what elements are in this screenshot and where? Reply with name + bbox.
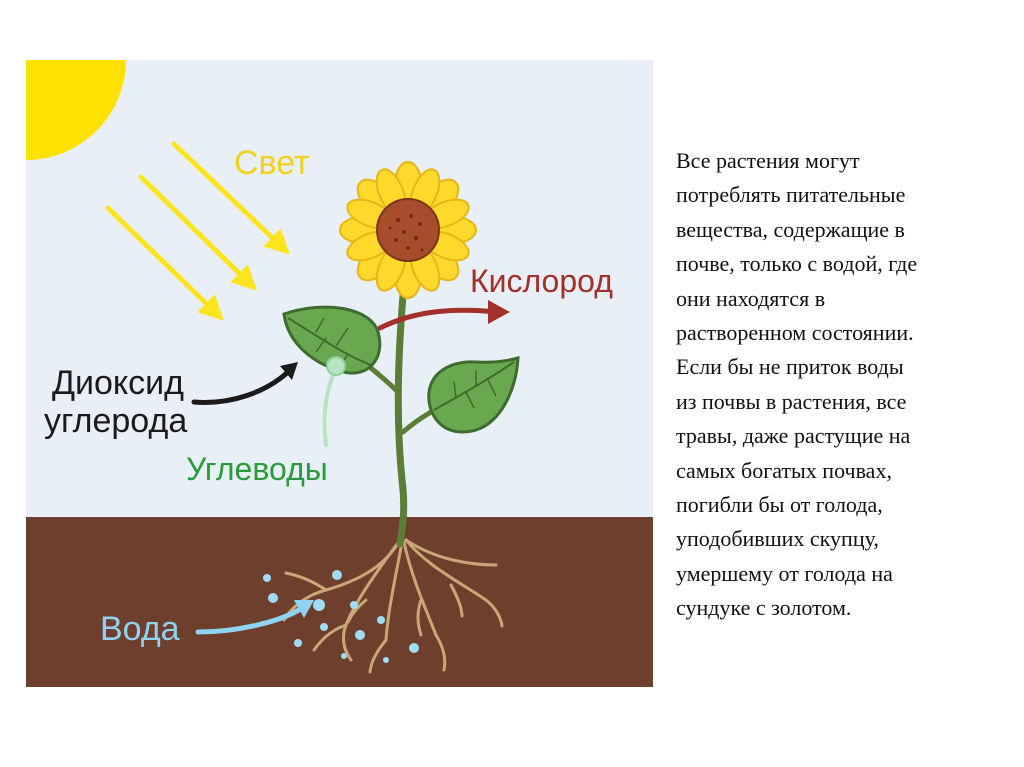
text-line: из почвы в растения, все bbox=[676, 385, 1006, 419]
text-line: потреблять питательные bbox=[676, 178, 1006, 212]
text-line: вещества, содержащие в bbox=[676, 213, 1006, 247]
carbs-label: Углеводы bbox=[186, 451, 328, 487]
text-line: уподобивших скупцу, bbox=[676, 522, 1006, 556]
text-line: сундуке с золотом. bbox=[676, 591, 1006, 625]
carbs-node bbox=[327, 357, 345, 375]
text-line: почве, только с водой, где bbox=[676, 247, 1006, 281]
water-label: Вода bbox=[100, 610, 180, 648]
text-line: умершему от голода на bbox=[676, 557, 1006, 591]
text-line: они находятся в bbox=[676, 282, 1006, 316]
text-line: травы, даже растущие на bbox=[676, 419, 1006, 453]
soil-background bbox=[26, 517, 653, 687]
photosynthesis-diagram: Свет bbox=[26, 60, 653, 687]
sunflower-head bbox=[340, 162, 476, 298]
light-label: Свет bbox=[234, 144, 310, 182]
text-line: Все растения могут bbox=[676, 144, 1006, 178]
co2-label-line1: Диоксид bbox=[52, 364, 184, 402]
text-line: Если бы не приток воды bbox=[676, 350, 1006, 384]
co2-label-line2: углерода bbox=[44, 402, 187, 440]
oxygen-label: Кислород bbox=[470, 263, 613, 299]
text-line: погибли бы от голода, bbox=[676, 488, 1006, 522]
text-line: растворенном состоянии. bbox=[676, 316, 1006, 350]
text-line: самых богатых почвах, bbox=[676, 454, 1006, 488]
description-text: Все растения могут потреблять питательны… bbox=[676, 144, 1006, 626]
